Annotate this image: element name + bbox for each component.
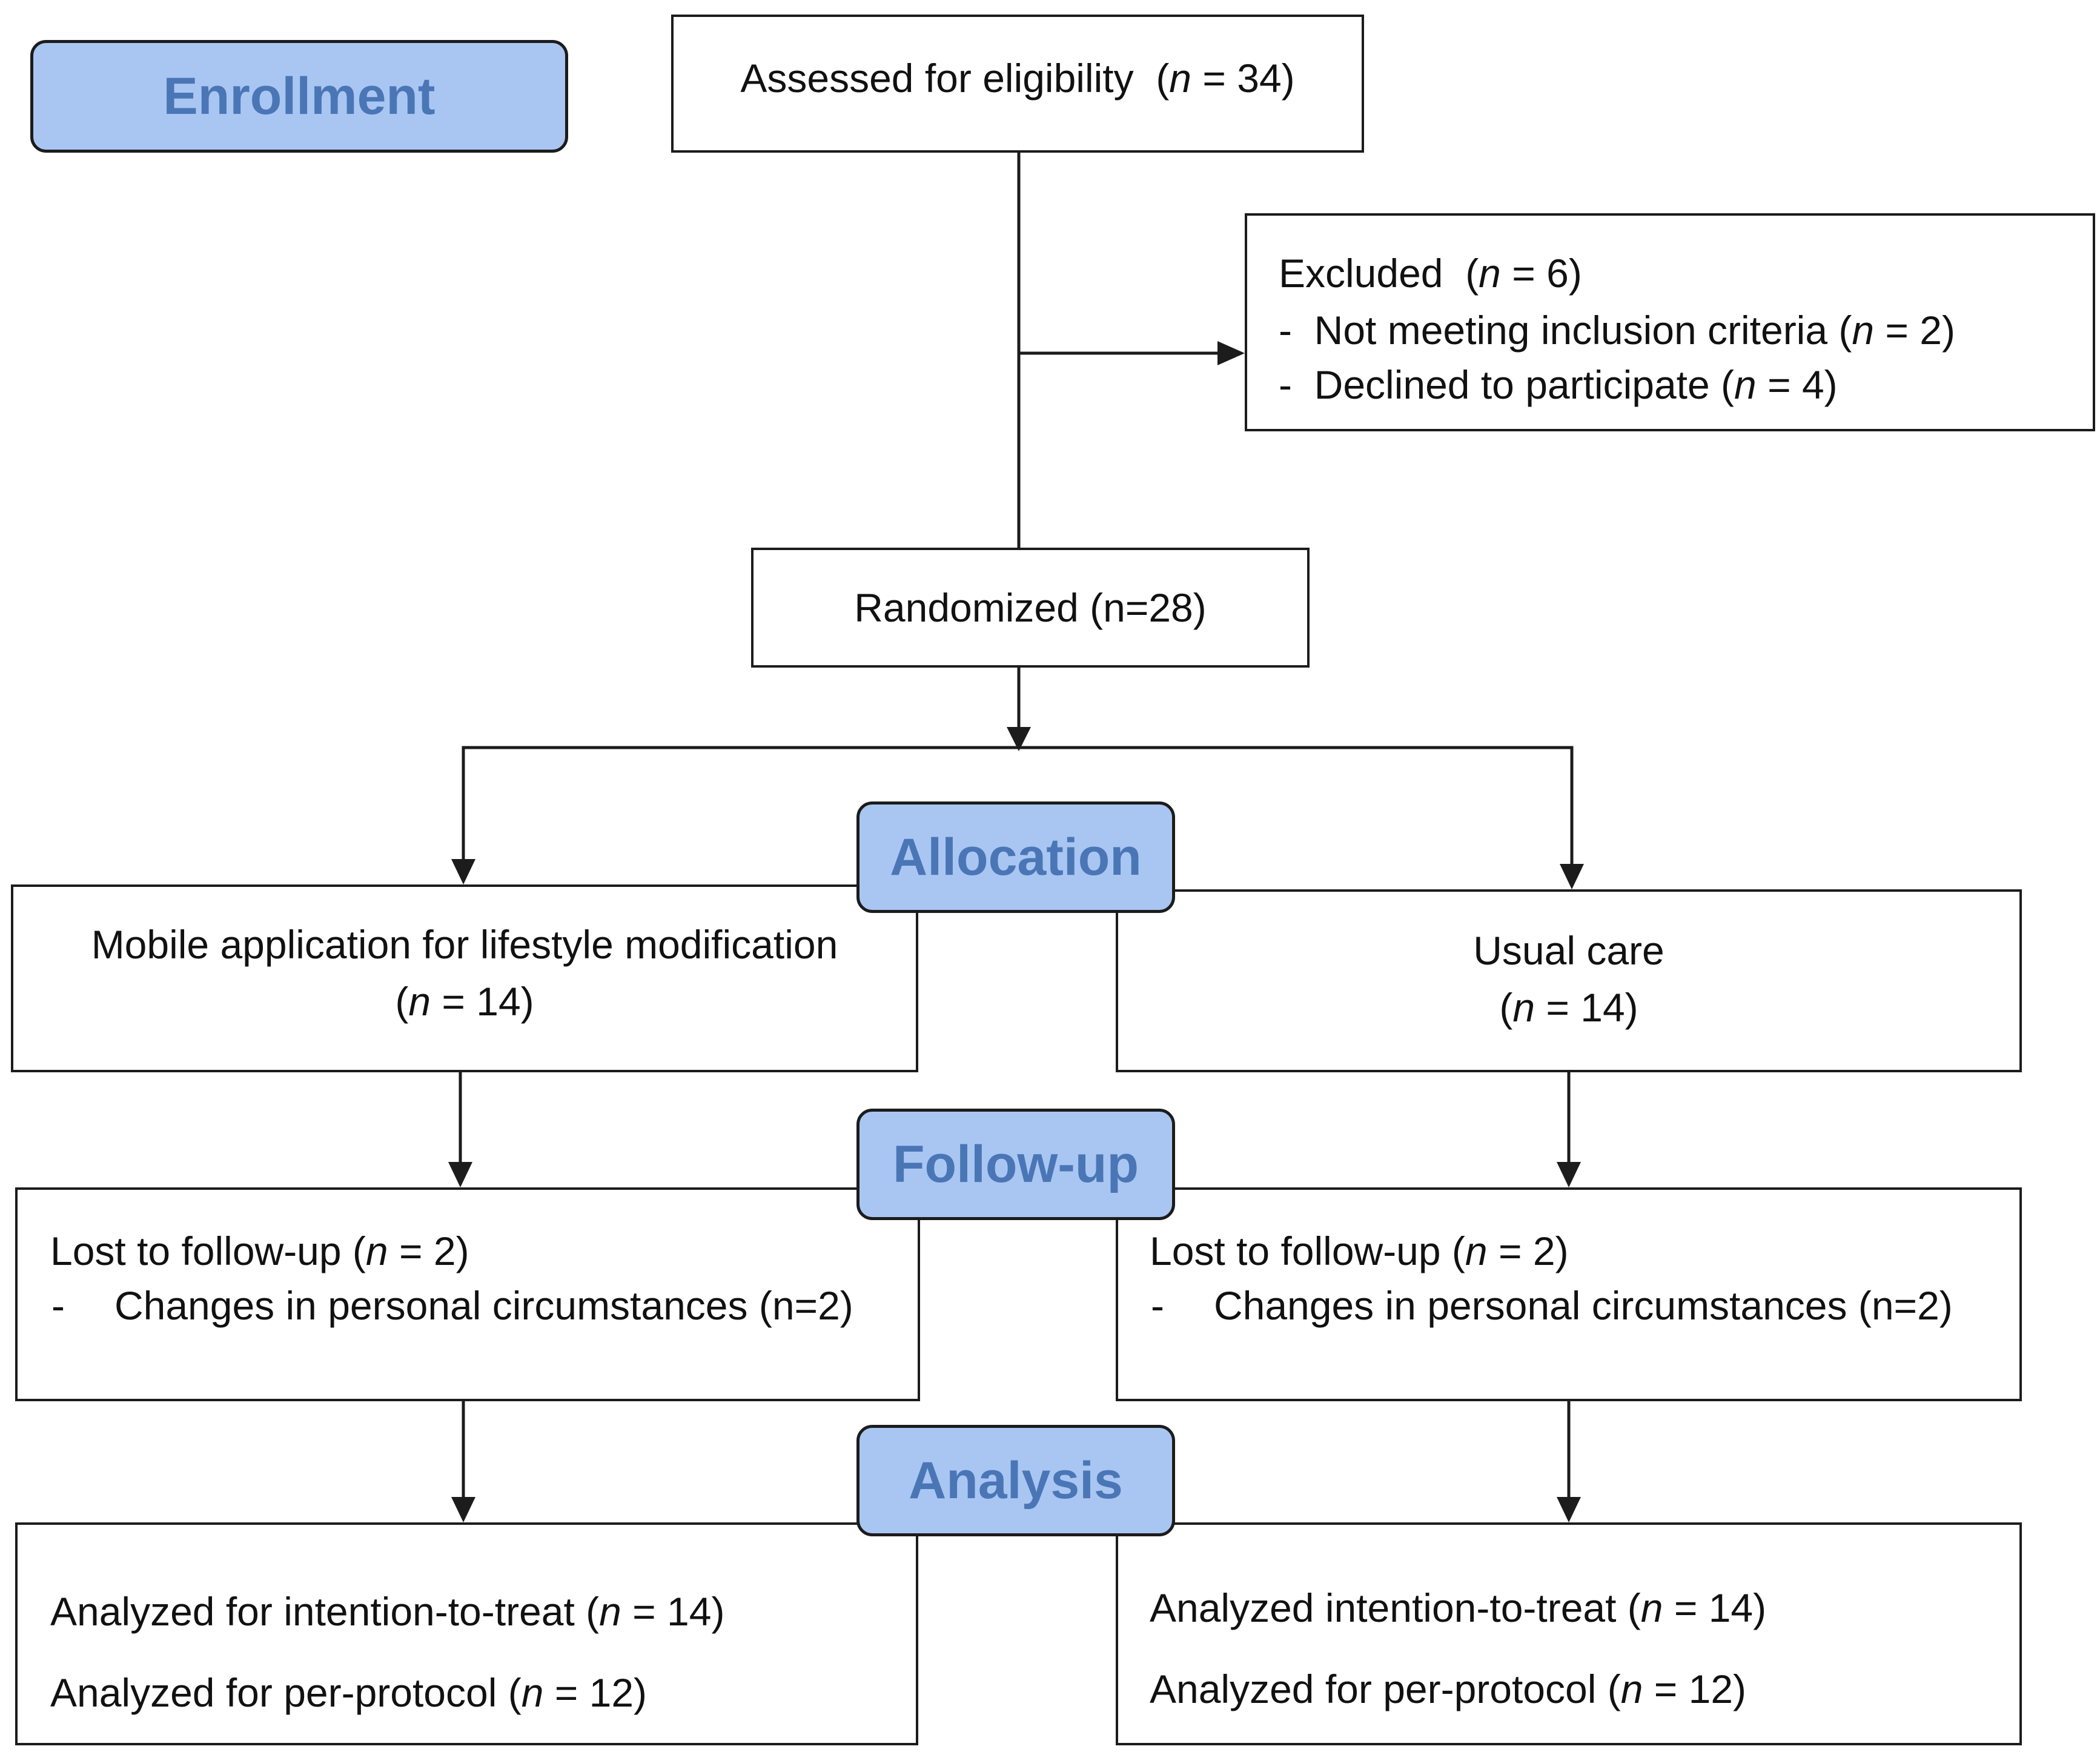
- followup-right-reason: - Changes in personal circumstances (n=2): [1151, 1286, 1953, 1326]
- excluded-title-label: Excluded: [1279, 251, 1443, 296]
- analysis-right-itt-n-value: = 14): [1663, 1585, 1767, 1630]
- excluded-title: Excluded (n = 6): [1279, 251, 1582, 296]
- allocation-right-n-symbol: n: [1512, 985, 1535, 1030]
- excluded-item-text: Not meeting inclusion criteria (: [1314, 308, 1852, 353]
- excluded-item: - Not meeting inclusion criteria (n = 2): [1279, 310, 1955, 350]
- randomized-box: Randomized (n=28): [751, 548, 1310, 668]
- assessed-label: Assessed for eligibility: [740, 56, 1134, 101]
- analysis-left-itt-n-symbol: n: [599, 1589, 621, 1634]
- analysis-left-pp: Analyzed for per-protocol (n = 12): [50, 1673, 647, 1713]
- allocation-right-n: (n = 14): [1499, 985, 1638, 1030]
- stage-enrollment: Enrollment: [30, 40, 568, 153]
- followup-left-box: Lost to follow-up (n = 2) - Changes in pe…: [15, 1187, 920, 1401]
- followup-left-n-symbol: n: [365, 1229, 388, 1273]
- excluded-item-dash: -: [1279, 308, 1292, 353]
- excluded-n-value: = 6): [1500, 251, 1582, 296]
- arrowhead-right-analysis: [1557, 1497, 1581, 1522]
- followup-right-reason-text: Changes in personal circumstances (n=2): [1213, 1283, 1953, 1328]
- split-line: [462, 746, 1574, 785]
- analysis-right-itt-label: Analyzed intention-to-treat (: [1150, 1585, 1641, 1630]
- assessed-box: Assessed for eligibility (n = 34): [671, 15, 1364, 153]
- excluded-item: - Declined to participate (n = 4): [1279, 365, 1838, 405]
- analysis-right-pp-n-value: = 12): [1643, 1667, 1747, 1711]
- stage-enrollment-label: Enrollment: [163, 67, 436, 125]
- excluded-item-n-value: = 4): [1756, 362, 1838, 407]
- arrowhead-excluded: [1217, 341, 1245, 365]
- stage-follow-up: Follow-up: [856, 1109, 1175, 1220]
- followup-left-title-label: Lost to follow-up (: [50, 1229, 366, 1273]
- stage-follow-up-label: Follow-up: [893, 1135, 1139, 1193]
- allocation-left-label: Mobile application for lifestyle modific…: [91, 922, 838, 967]
- analysis-left-pp-label: Analyzed for per-protocol (: [50, 1670, 522, 1715]
- allocation-right-label: Usual care: [1473, 928, 1664, 973]
- excluded-item-n-symbol: n: [1734, 362, 1757, 407]
- analysis-left-itt-n-value: = 14): [621, 1589, 725, 1634]
- stage-allocation: Allocation: [856, 801, 1175, 913]
- allocation-left-n-value: = 14): [431, 979, 534, 1024]
- analysis-left-itt: Analyzed for intention-to-treat (n = 14): [50, 1591, 724, 1631]
- analysis-left-itt-label: Analyzed for intention-to-treat (: [50, 1589, 600, 1634]
- analysis-right-itt-n-symbol: n: [1640, 1585, 1663, 1630]
- stage-analysis: Analysis: [856, 1425, 1175, 1536]
- analysis-right-pp-n-symbol: n: [1620, 1667, 1643, 1711]
- randomized-label: Randomized (n=28): [854, 585, 1207, 630]
- allocation-right-box: Usual care (n = 14): [1116, 889, 2022, 1072]
- excluded-item-dash: -: [1279, 362, 1292, 407]
- arrowhead-randomized: [1007, 727, 1031, 751]
- arrowhead-left-alloc: [451, 859, 475, 884]
- followup-left-reason-dash: -: [51, 1283, 65, 1328]
- allocation-right-n-value: = 14): [1535, 985, 1638, 1030]
- arrowhead-left-analysis: [451, 1497, 475, 1522]
- allocation-left-n-symbol: n: [408, 979, 431, 1024]
- allocation-left-n: (n = 14): [395, 979, 534, 1024]
- followup-left-title: Lost to follow-up (n = 2): [50, 1231, 469, 1271]
- followup-left-n-value: = 2): [388, 1229, 469, 1273]
- followup-right-title: Lost to follow-up (n = 2): [1150, 1231, 1569, 1271]
- stage-allocation-label: Allocation: [890, 828, 1142, 886]
- assessed-n-symbol: n: [1169, 56, 1192, 101]
- analysis-right-pp: Analyzed for per-protocol (n = 12): [1150, 1669, 1746, 1709]
- followup-right-n-symbol: n: [1465, 1229, 1488, 1273]
- analysis-left-box: Analyzed for intention-to-treat (n = 14)…: [15, 1522, 918, 1745]
- followup-right-title-label: Lost to follow-up (: [1150, 1229, 1465, 1273]
- arrowhead-left-follow: [448, 1162, 472, 1187]
- followup-right-reason-dash: -: [1151, 1283, 1164, 1328]
- followup-left-reason: - Changes in personal circumstances (n=2): [51, 1286, 853, 1326]
- excluded-item-text: Declined to participate (: [1314, 362, 1735, 407]
- allocation-left-box: Mobile application for lifestyle modific…: [11, 884, 918, 1072]
- analysis-right-itt: Analyzed intention-to-treat (n = 14): [1150, 1588, 1766, 1628]
- analysis-left-pp-n-value: = 12): [543, 1670, 648, 1715]
- excluded-item-n-symbol: n: [1852, 308, 1875, 353]
- analysis-right-pp-label: Analyzed for per-protocol (: [1150, 1667, 1621, 1711]
- followup-right-n-value: = 2): [1487, 1229, 1569, 1273]
- excluded-item-n-value: = 2): [1874, 308, 1955, 353]
- analysis-right-box: Analyzed intention-to-treat (n = 14) Ana…: [1116, 1522, 2022, 1745]
- excluded-box: Excluded (n = 6) - Not meeting inclusion…: [1245, 213, 2095, 431]
- arrowhead-right-follow: [1557, 1162, 1581, 1187]
- assessed-text: Assessed for eligibility (n = 34): [740, 56, 1295, 101]
- followup-left-reason-text: Changes in personal circumstances (n=2): [114, 1283, 853, 1328]
- followup-right-box: Lost to follow-up (n = 2) - Changes in pe…: [1116, 1187, 2022, 1401]
- assessed-n-value: = 34): [1191, 56, 1295, 101]
- excluded-n-symbol: n: [1479, 251, 1501, 296]
- analysis-left-pp-n-symbol: n: [521, 1670, 544, 1715]
- arrowhead-right-alloc: [1560, 864, 1584, 889]
- stage-analysis-label: Analysis: [909, 1451, 1123, 1510]
